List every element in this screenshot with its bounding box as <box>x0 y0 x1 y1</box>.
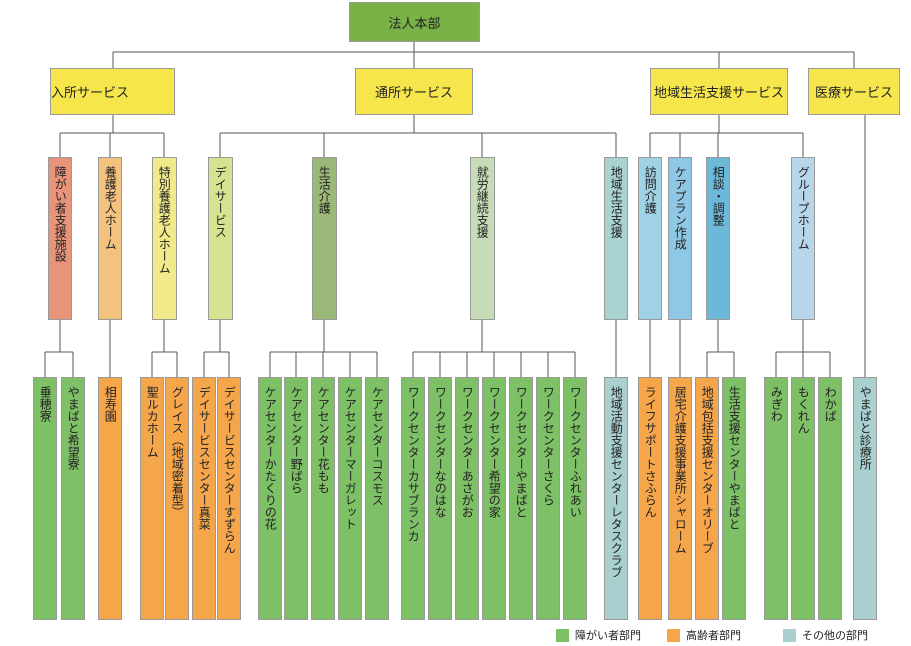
facility-node: ワークセンターやまばと <box>509 377 533 620</box>
facility-node: もくれん <box>791 377 815 620</box>
legend-swatch <box>667 628 680 642</box>
service-group-home: グループホーム <box>791 157 815 320</box>
legend-label: 障がい者部門 <box>575 629 641 642</box>
service-tokuyo: 特別養護老人ホーム <box>151 157 177 320</box>
service-homon-kaigo: 訪問介護 <box>638 157 662 320</box>
legend-item-elderly: 高齢者部門 <box>667 627 741 643</box>
service-sodan: 相談・調整 <box>706 157 730 320</box>
service-chiiki-seikatsu: 地域生活支援 <box>604 157 628 320</box>
facility-node: 地域包括支援センターオリーブ <box>695 377 719 620</box>
legend-item-disability: 障がい者部門 <box>556 627 641 643</box>
service-shogai-shisetsu: 障がい者支援施設 <box>48 157 72 320</box>
legend-label: 高齢者部門 <box>686 629 741 642</box>
service-yogo-rojin: 養護老人ホーム <box>98 157 122 320</box>
facility-node: デイサービスセンター真菜 <box>192 377 216 620</box>
facility-node: 居宅介護支援事業所シャローム <box>668 377 692 620</box>
facility-node: ケアセンターコスモス <box>365 377 389 620</box>
category-chiiki: 地域生活支援サービス <box>650 68 788 115</box>
facility-node: ワークセンターふれあい <box>563 377 587 620</box>
facility-node: ケアセンターマーガレット <box>338 377 362 620</box>
facility-node: ケアセンター花もも <box>311 377 335 620</box>
root-node: 法人本部 <box>349 2 480 42</box>
legend-swatch <box>556 628 569 642</box>
legend-swatch <box>783 628 796 642</box>
category-iryo: 医療サービス <box>808 68 900 115</box>
facility-node: グレイス（地域密着型） <box>165 377 189 620</box>
facility-node: 垂穂寮 <box>33 377 57 620</box>
legend-item-other: その他の部門 <box>783 627 868 643</box>
service-day-service: デイサービス <box>207 157 233 320</box>
facility-node: 生活支援センターやまばと <box>722 377 746 620</box>
legend-label: その他の部門 <box>802 629 868 642</box>
category-tsusho: 通所サービス <box>355 68 473 115</box>
category-nyusho: 入所サービス <box>50 68 175 115</box>
facility-node: ワークセンターあさがお <box>455 377 479 620</box>
facility-node: やまばと診療所 <box>853 377 877 620</box>
facility-node: ケアセンターかたくりの花 <box>258 377 282 620</box>
facility-node: ワークセンターなのはな <box>428 377 452 620</box>
facility-node: ライフサポートさふらん <box>638 377 662 620</box>
facility-node: やまばと希望寮 <box>61 377 85 620</box>
facility-node: 地域活動支援センターレタスクラブ <box>604 377 628 620</box>
facility-node: ワークセンターさくら <box>536 377 560 620</box>
facility-node: 相寿園 <box>98 377 122 620</box>
service-care-plan: ケアプラン作成 <box>668 157 692 320</box>
facility-node: みぎわ <box>764 377 788 620</box>
facility-node: ワークセンター希望の家 <box>482 377 506 620</box>
service-shuro: 就労継続支援 <box>469 157 495 320</box>
service-seikatsu-kaigo: 生活介護 <box>311 157 337 320</box>
facility-node: デイサービスセンターすずらん <box>217 377 241 620</box>
facility-node: 聖ルカホーム <box>140 377 164 620</box>
facility-node: わかば <box>818 377 842 620</box>
facility-node: ケアセンター野ばら <box>284 377 308 620</box>
facility-node: ワークセンターカサブランカ <box>401 377 425 620</box>
